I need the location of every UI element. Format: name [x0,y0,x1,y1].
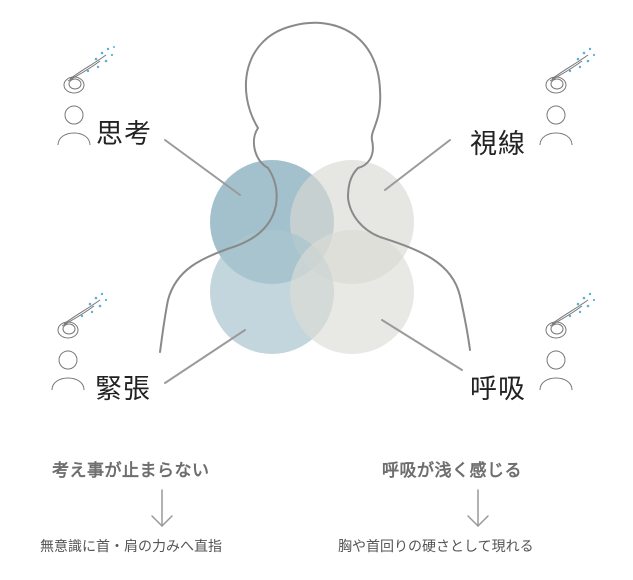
circle-breath [290,230,414,354]
caption-left-note: 無意識に首・肩の力みへ直指 [40,539,222,555]
caption-right-note: 胸や首回りの硬さとして現れる [338,539,534,555]
label-thinking: 思考 [96,119,152,150]
connector-thinking [164,139,241,196]
caption-right-heading: 呼吸が浅く感じる [382,461,522,481]
label-gaze: 視線 [470,129,526,160]
connector-tension [164,329,246,384]
person-icon-top-right [539,47,596,146]
down-arrow-right-icon [467,489,489,528]
connector-breath [381,319,463,371]
label-breath: 呼吸 [470,374,526,405]
person-icon-top-left [57,46,115,146]
caption-left-heading: 考え事が止まらない [52,461,210,481]
person-icon-bottom-left [51,292,108,391]
person-icon-bottom-right [539,292,596,391]
label-tension: 緊張 [95,374,151,405]
connector-gaze [384,139,451,191]
connector-lines [164,139,463,384]
down-arrow-left-icon [151,489,173,528]
head-silhouette [159,21,471,353]
circle-group [210,160,414,354]
